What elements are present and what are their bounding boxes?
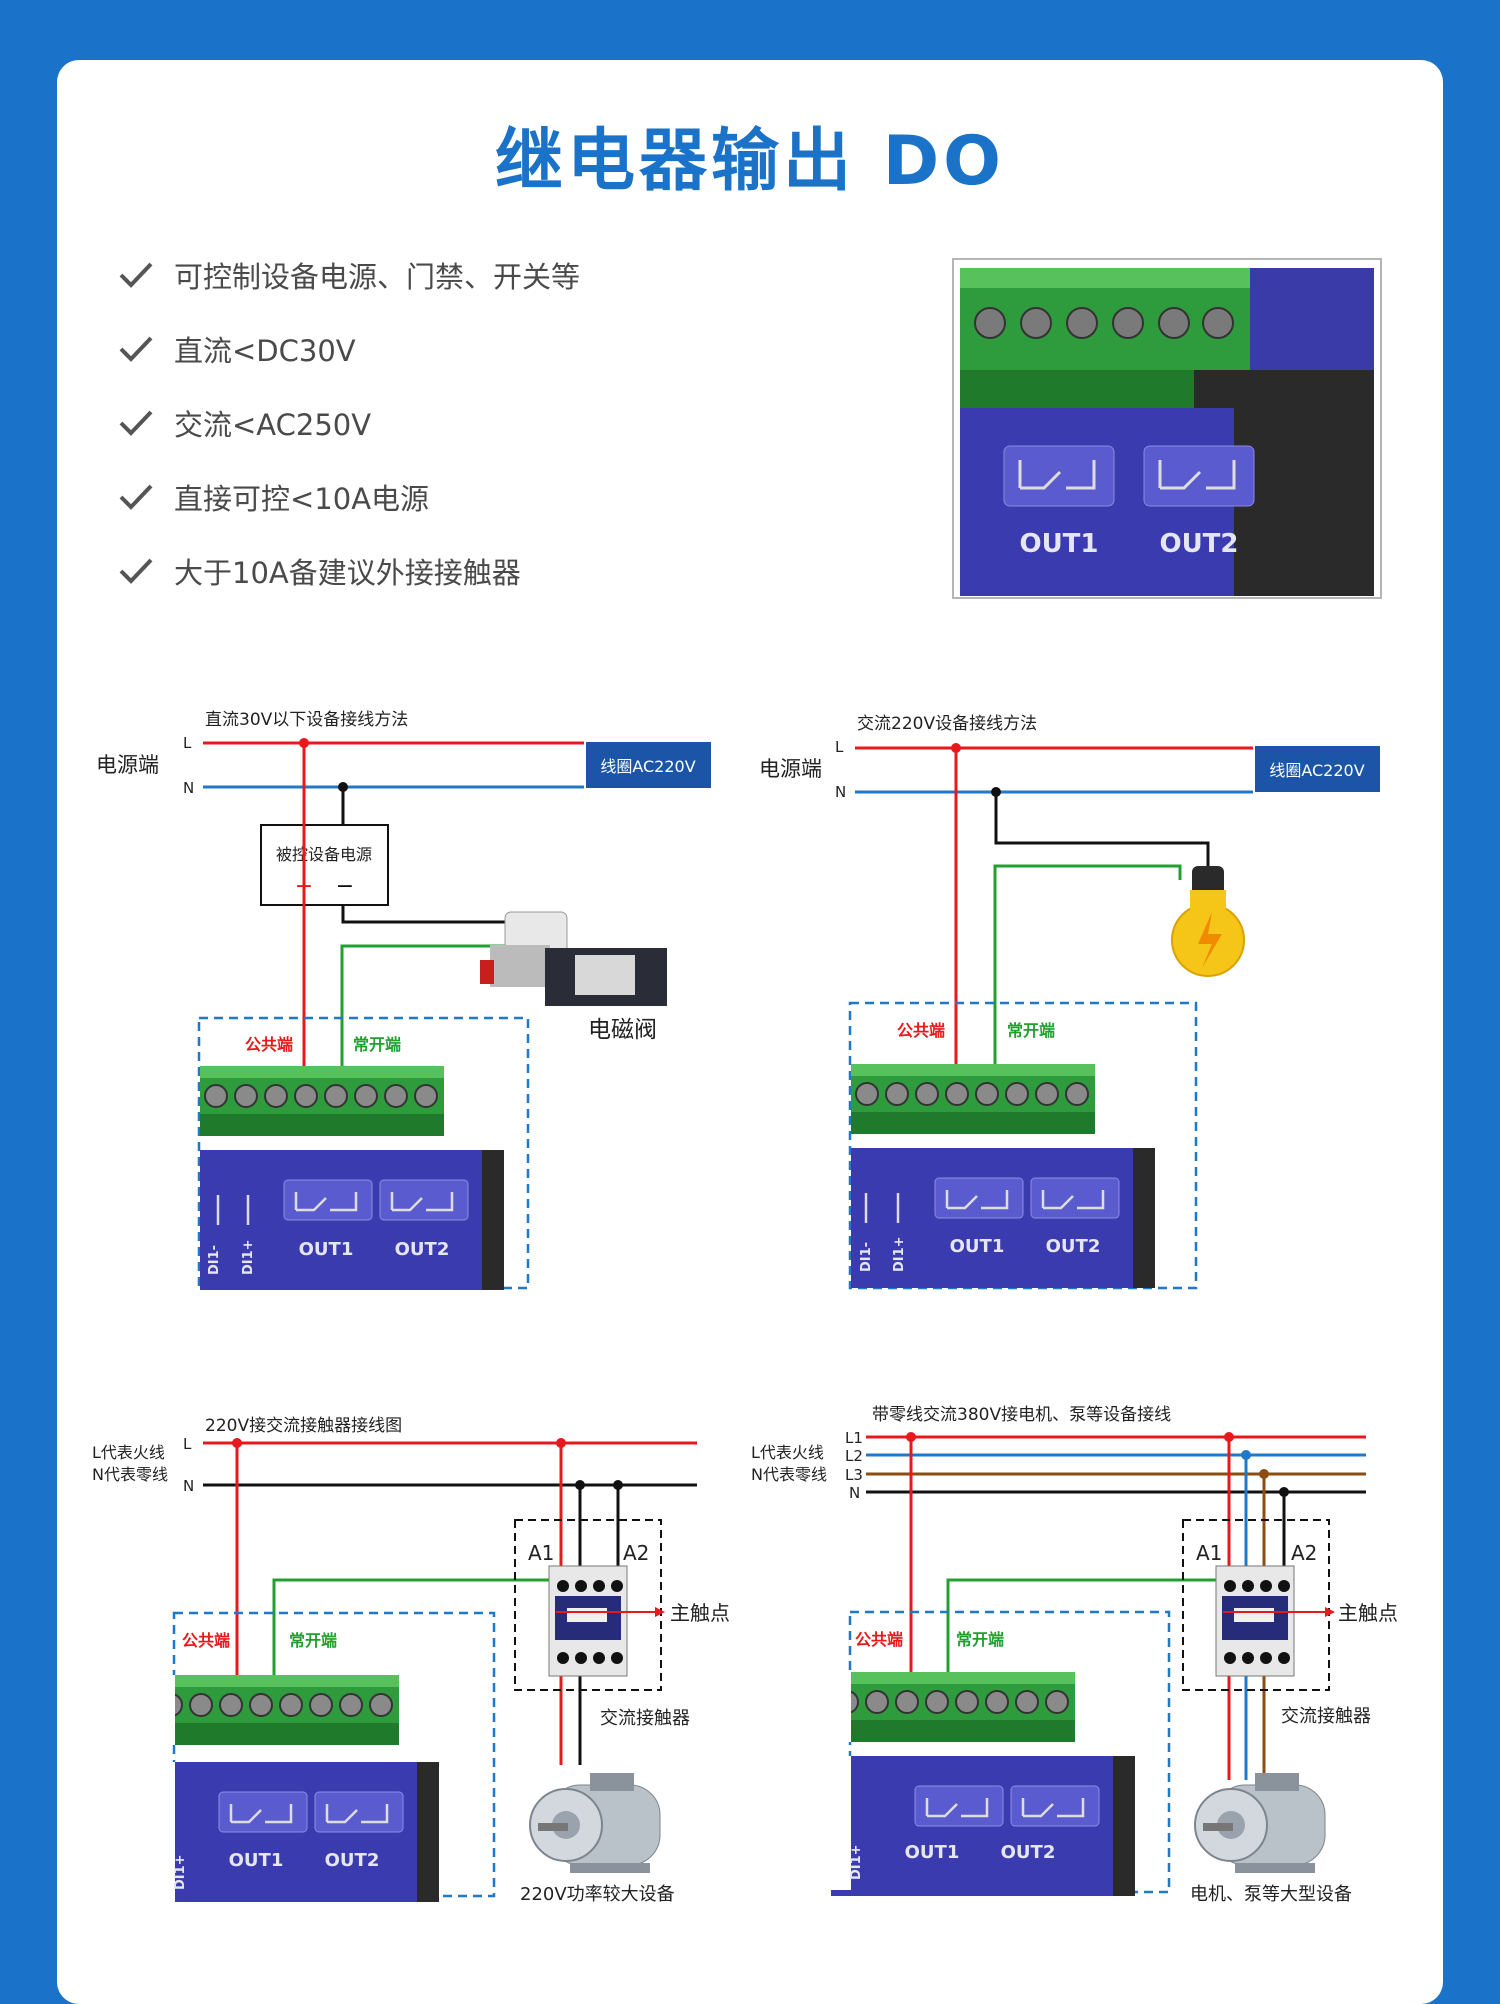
diagram2-power-label: 电源端 [759,757,822,781]
diagram4-caption: 带零线交流380V接电机、泵等设备接线 [872,1405,1171,1425]
diagram1-line-n: N [183,779,194,797]
diagram1-power-label: 电源端 [96,753,159,777]
diagram3-load-label: 220V功率较大设备 [520,1884,675,1905]
diagram3-out1: OUT1 [229,1850,284,1871]
feature-item: 可控制设备电源、门禁、开关等 [118,255,580,295]
diagram3-legend-l: L代表火线 [92,1443,165,1462]
photo-out2-label: OUT2 [1159,529,1238,559]
feature-text: 交流<AC250V [174,408,372,442]
diagram4-line-l3: L3 [845,1466,863,1484]
diagram1-out2: OUT2 [395,1239,450,1260]
diagram4-load-label: 电机、泵等大型设备 [1190,1884,1352,1905]
diagram4-line-l1: L1 [845,1429,863,1447]
diagram4-legend-n: N代表零线 [751,1465,827,1484]
diagram3-di1p: DI1+ [173,1854,188,1890]
diagram3-main-contact: 主触点 [670,1601,730,1625]
diagram3-no-label: 常开端 [289,1631,337,1650]
diagram3-a2: A2 [623,1541,649,1565]
feature-text: 可控制设备电源、门禁、开关等 [174,260,581,294]
photo-out1-label: OUT1 [1019,529,1098,559]
diagram1-di1p: DI1+ [241,1239,256,1275]
diagram3-out2: OUT2 [325,1850,380,1871]
diagram3-line-n: N [183,1477,194,1495]
light-bulb-icon [1171,866,1245,977]
diagram2-out1: OUT1 [950,1236,1005,1257]
diagram2-caption: 交流220V设备接线方法 [857,714,1037,734]
diagram2-common-label: 公共端 [897,1021,945,1040]
feature-text: 直接可控<10A电源 [174,482,430,516]
diagram2-line-l: L [835,738,844,756]
diagram1-no-label: 常开端 [353,1035,401,1054]
diagram1-supply-box [260,824,389,906]
diagram1-common-label: 公共端 [245,1035,293,1054]
diagram3-line-l: L [183,1435,192,1453]
diagram3-legend-n: N代表零线 [92,1465,168,1484]
diagram4-a1: A1 [1196,1541,1222,1565]
diagram1-caption: 直流30V以下设备接线方法 [205,710,408,730]
feature-text: 直流<DC30V [174,334,356,368]
diagram4-legend-l: L代表火线 [751,1443,824,1462]
solenoid-valve-icon [480,911,667,1006]
diagram4-di1p: DI1+ [849,1844,864,1880]
check-icon [119,484,153,510]
feature-item: 交流<AC250V [118,403,371,443]
diagram2-coil-text: 线圈AC220V [1269,761,1364,780]
diagram4-a2: A2 [1291,1541,1317,1565]
diagram3-contactor-label: 交流接触器 [600,1708,690,1729]
diagram4-line-l2: L2 [845,1447,863,1465]
diagram2-out2: OUT2 [1046,1236,1101,1257]
diagram3-common-label: 公共端 [182,1631,230,1650]
diagram4-common-label: 公共端 [855,1630,903,1649]
diagram4-contactor-frame [1182,1519,1330,1691]
diagram1-load-label: 电磁阀 [588,1017,657,1043]
diagram2-coil-box [1255,746,1380,792]
diagram2-no-label: 常开端 [1007,1021,1055,1040]
diagram1-minus: − [336,874,354,899]
feature-item: 直接可控<10A电源 [118,477,429,517]
diagram3-contactor-frame [514,1519,662,1691]
diagram1-out1: OUT1 [299,1239,354,1260]
check-icon [119,410,153,436]
feature-item: 大于10A备建议外接接触器 [118,551,521,591]
diagram2-di1p: DI1+ [892,1236,907,1272]
check-icon [119,336,153,362]
diagram1-line-l: L [183,734,192,752]
diagram3-caption: 220V接交流接触器接线图 [205,1416,402,1436]
diagram-380v-motor: 带零线交流380V接电机、泵等设备接线 L代表火线 N代表零线 L1 L2 L3… [751,1405,1398,1905]
diagram4-main-contact: 主触点 [1338,1601,1398,1625]
product-photo: OUT1 OUT2 [952,258,1382,599]
diagram4-contactor-label: 交流接触器 [1281,1706,1371,1727]
diagram-220v-contactor: 220V接交流接触器接线图 L代表火线 N代表零线 L N A1 A2 主触点 … [92,1416,730,1905]
check-icon [119,262,153,288]
check-icon [119,558,153,584]
diagram-dc30v: 直流30V以下设备接线方法 电源端 L N 线圈AC220V 被控设备电源 + … [96,710,711,1292]
diagram4-out1: OUT1 [905,1842,960,1863]
feature-text: 大于10A备建议外接接触器 [174,556,521,590]
diagram-ac220v: 交流220V设备接线方法 电源端 L N 线圈AC220V 公共端 常开端 DI… [759,714,1380,1290]
diagram4-out2: OUT2 [1001,1842,1056,1863]
page-title: 继电器输出 DO [495,122,1005,201]
diagram4-no-label: 常开端 [956,1630,1004,1649]
motor-icon [1194,1772,1326,1874]
motor-icon [529,1772,661,1874]
diagram1-supply-text: 被控设备电源 [276,845,372,864]
diagram2-line-n: N [835,783,846,801]
diagram4-line-n: N [849,1484,860,1502]
diagram2-di1m: DI1- [859,1242,874,1272]
diagram1-coil-box [586,742,711,788]
diagram1-coil-text: 线圈AC220V [600,757,695,776]
feature-item: 直流<DC30V [118,329,356,369]
diagram3-a1: A1 [528,1541,554,1565]
diagram1-di1m: DI1- [207,1245,222,1275]
